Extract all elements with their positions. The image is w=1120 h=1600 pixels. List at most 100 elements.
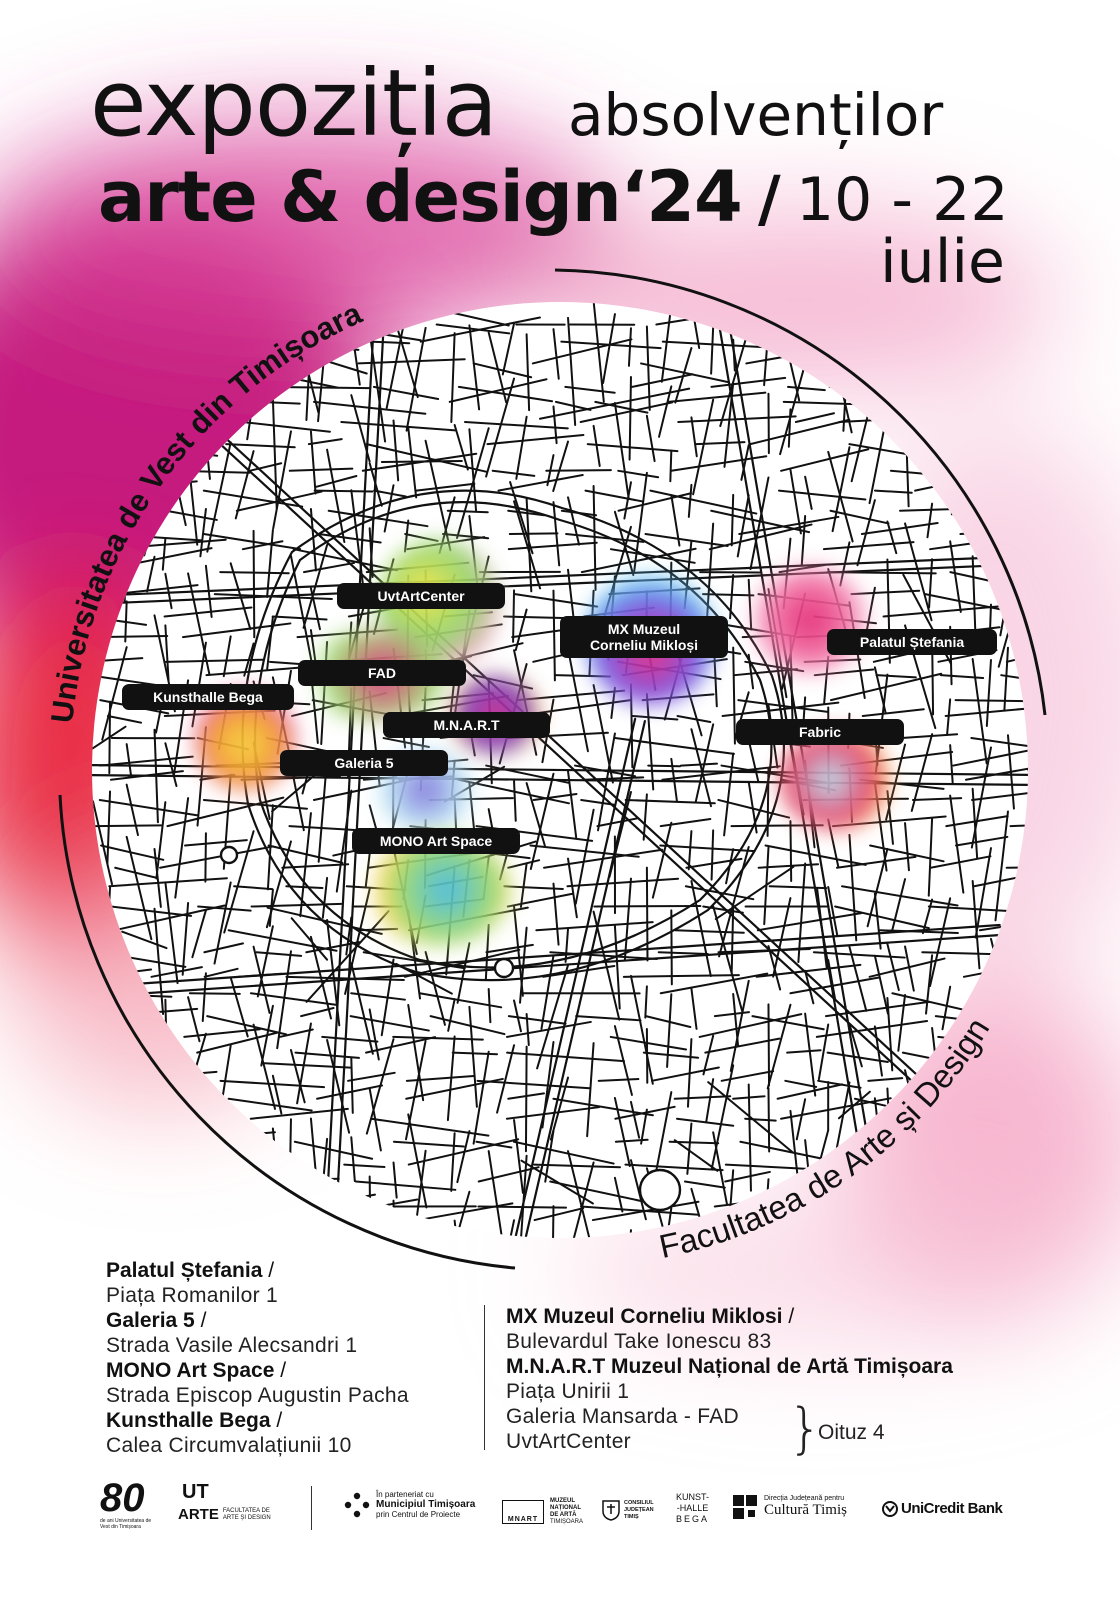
map-street <box>797 862 807 964</box>
pin-fad[interactable]: FAD <box>298 660 466 686</box>
map-street <box>549 1076 570 1141</box>
map-street <box>223 830 255 934</box>
pin-uvtartcenter[interactable]: UvtArtCenter <box>337 583 505 609</box>
map-street <box>893 1140 978 1155</box>
map-street <box>403 1223 410 1238</box>
map-street <box>164 572 173 610</box>
map-street <box>281 863 350 869</box>
map-street <box>686 1122 693 1175</box>
venue-address: Strada Vasile Alecsandri 1 <box>106 1334 358 1357</box>
pin-mono-art-space[interactable]: MONO Art Space <box>352 828 520 854</box>
map-street <box>491 469 536 477</box>
venue-name: MX Muzeul Corneliu Miklosi <box>506 1305 783 1328</box>
map-street <box>263 385 371 390</box>
map-street <box>309 1117 317 1171</box>
map-street <box>816 887 828 970</box>
address-item: MONO Art Space / <box>106 1358 409 1383</box>
map-street <box>670 909 673 986</box>
map-street <box>658 385 673 438</box>
map-street <box>971 784 1028 801</box>
map-street <box>978 910 1028 932</box>
pin-kunsthalle-bega[interactable]: Kunsthalle Bega <box>122 684 294 710</box>
pin-palatul-stefania[interactable]: Palatul Ștefania <box>827 629 997 655</box>
map-street <box>545 469 612 472</box>
map-street <box>309 1193 376 1208</box>
map-street <box>1027 337 1028 384</box>
map-street <box>966 469 1003 474</box>
map-street <box>1030 301 1068 306</box>
map-street <box>326 1038 351 1134</box>
logo-mnart: MNART MUZEUL NAȚIONAL DE ARTĂ TIMIȘOARA <box>502 1498 583 1526</box>
map-street <box>260 1004 274 1067</box>
map-street <box>266 804 274 891</box>
column-divider <box>484 1305 485 1450</box>
map-street <box>979 1117 1028 1131</box>
map-street <box>249 1107 349 1120</box>
map-street <box>710 829 715 881</box>
map-street <box>935 1131 952 1193</box>
map-street <box>153 1158 168 1238</box>
map-street <box>203 942 244 954</box>
map-street <box>916 421 993 438</box>
venue-address: Piața Romanilor 1 <box>106 1284 279 1307</box>
map-street <box>219 1219 293 1224</box>
map-street <box>307 438 343 446</box>
pin-mx-muzeul-line1: MX Muzeul <box>607 621 681 637</box>
map-street <box>560 509 598 517</box>
map-street <box>153 728 159 824</box>
map-street <box>751 1015 825 1031</box>
map-street <box>782 338 874 343</box>
map-street <box>372 385 440 400</box>
map-street <box>730 905 735 974</box>
map-street <box>1005 421 1028 442</box>
map-street <box>288 1118 292 1186</box>
map-street <box>207 314 301 326</box>
map-street <box>201 972 207 1023</box>
map-street <box>982 423 992 509</box>
map-street <box>566 877 680 888</box>
map-street <box>644 985 648 1019</box>
map-street <box>983 315 992 415</box>
map-street <box>354 1180 457 1191</box>
map-street <box>496 1219 516 1238</box>
map-street <box>780 448 870 472</box>
map-street <box>347 1071 396 1082</box>
map-street <box>392 1161 398 1199</box>
map-street <box>989 1011 1000 1082</box>
map-street <box>551 1205 555 1238</box>
map-street <box>651 821 673 899</box>
map-street <box>472 362 533 379</box>
map-street <box>343 1163 386 1169</box>
map-street <box>575 1015 642 1022</box>
map-street <box>456 942 471 1004</box>
map-street <box>659 844 756 853</box>
map-street <box>350 992 406 1001</box>
map-street <box>552 440 570 493</box>
map-street <box>736 494 750 558</box>
map-street <box>350 489 366 597</box>
map-street <box>226 1117 232 1161</box>
map-street <box>676 714 712 723</box>
map-street <box>552 405 558 445</box>
map-street <box>538 387 691 420</box>
map-street <box>1006 1146 1016 1188</box>
map-street <box>886 1177 980 1183</box>
map-street <box>392 1035 484 1041</box>
map-street <box>1024 946 1028 982</box>
map-street <box>407 1138 520 1166</box>
map-street <box>92 426 94 495</box>
pin-mx-muzeul[interactable]: MX Muzeul Corneliu Mikloși <box>560 616 728 658</box>
logo-cultura-timis: Direcția Județeană pentru Cultură Timiș <box>732 1494 847 1520</box>
pin-fabric[interactable]: Fabric <box>736 719 904 745</box>
map-street <box>253 501 773 969</box>
pin-galeria-5[interactable]: Galeria 5 <box>280 750 448 776</box>
map-street <box>463 421 569 430</box>
map-street <box>164 742 178 788</box>
map-street <box>161 537 167 571</box>
map-street <box>712 1131 728 1206</box>
map-street <box>567 496 581 546</box>
map-street <box>822 541 915 551</box>
map-street <box>613 401 630 501</box>
map-street <box>567 647 589 753</box>
pin-mnart[interactable]: M.N.A.R.T <box>383 712 550 738</box>
